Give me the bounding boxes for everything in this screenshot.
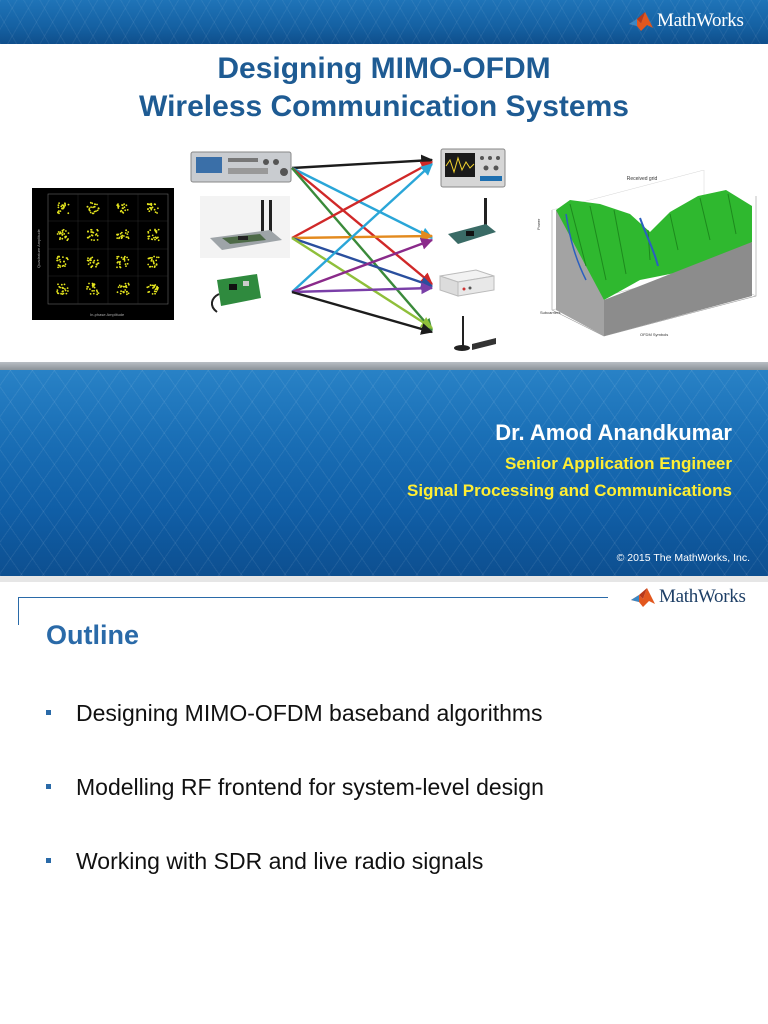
slide-title-line2: Wireless Communication Systems xyxy=(139,90,629,123)
constellation-plot-image: Quadrature Amplitude In-phase Amplitude xyxy=(32,188,174,320)
usrp-device-image xyxy=(439,269,495,297)
surface-plot-title: Received grid xyxy=(627,176,658,182)
presenter-name: Dr. Amod Anandkumar xyxy=(495,420,732,445)
bottom-blue-band xyxy=(0,362,768,576)
slide-title-line1: Designing MIMO-OFDM xyxy=(217,52,551,85)
surface-y-label: Power xyxy=(536,218,541,230)
oscilloscope-image xyxy=(440,148,506,188)
brand-name: MathWorks xyxy=(657,10,744,31)
outline-slide: MathWorks Outline Designing MIMO-OFDM ba… xyxy=(0,582,768,1024)
brand-name: MathWorks xyxy=(659,586,746,607)
membrane-icon xyxy=(631,588,655,607)
membrane-icon xyxy=(629,12,653,31)
slide-divider xyxy=(0,576,768,582)
rtl-sdr-antenna-image xyxy=(454,316,496,351)
rtl-sdr-dongle-image xyxy=(211,274,261,313)
header-corner-rule xyxy=(18,597,19,625)
presenter-role: Senior Application Engineer xyxy=(504,454,732,473)
constellation-x-label: In-phase Amplitude xyxy=(90,312,125,317)
bullet-square-icon xyxy=(46,710,51,715)
zynq-board-image xyxy=(448,198,496,244)
bullet-text: Working with SDR and live radio signals xyxy=(76,848,484,874)
bullet-square-icon xyxy=(46,858,51,863)
presenter-department: Signal Processing and Communications xyxy=(407,481,732,500)
bullet-square-icon xyxy=(46,784,51,789)
title-slide: MathWorks Designing MIMO-OFDM Wireless C… xyxy=(0,0,768,576)
header-rule xyxy=(18,597,608,598)
surface-x2-label: OFDM Symbols xyxy=(640,332,668,337)
bullet-text: Designing MIMO-OFDM baseband algorithms xyxy=(76,700,543,726)
signal-generator-image xyxy=(190,151,292,183)
surface-x1-label: Subcarriers xyxy=(540,310,560,315)
slide-heading: Outline xyxy=(46,620,139,650)
sdr-board-image xyxy=(200,196,290,258)
bullet-text: Modelling RF frontend for system-level d… xyxy=(76,774,544,800)
received-grid-surface-plot: Received grid Power Subcarriers OFDM Sym… xyxy=(530,170,760,350)
connection-arrows-diagram xyxy=(291,154,434,335)
mathworks-logo: MathWorks xyxy=(628,10,744,32)
copyright-notice: © 2015 The MathWorks, Inc. xyxy=(616,552,750,564)
mathworks-logo: MathWorks xyxy=(630,586,746,608)
constellation-y-label: Quadrature Amplitude xyxy=(36,228,41,268)
